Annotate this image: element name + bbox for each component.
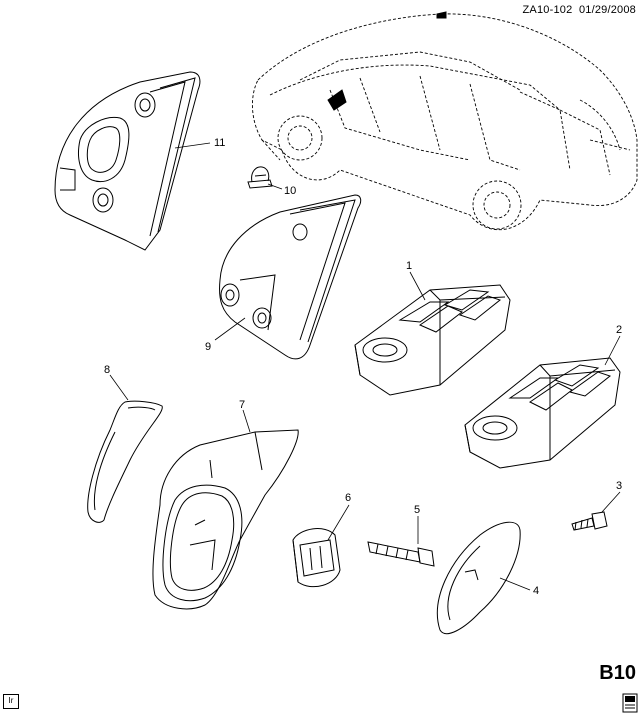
callout-labels: 1 2 3 4 5 6 7 8 9 10 11 [104, 137, 622, 597]
diagram-code: ZA10-102 [522, 4, 573, 16]
part-5-bolt [367, 541, 435, 567]
part-2-window-switch [464, 357, 621, 469]
callout-8: 8 [104, 364, 110, 376]
callout-9: 9 [205, 341, 211, 353]
callout-7: 7 [239, 399, 245, 411]
mirror-location-mark [327, 89, 347, 111]
part-1-window-switch [354, 284, 511, 396]
callout-2: 2 [616, 324, 622, 336]
callout-5: 5 [414, 504, 420, 516]
callout-4: 4 [533, 585, 539, 597]
part-10-clip [247, 166, 273, 189]
part-7-mirror-housing [152, 429, 299, 610]
language-code: Ir [3, 694, 19, 709]
part-8-housing-trim [87, 400, 163, 523]
page-code: B10 [599, 662, 636, 684]
vehicle-outline [251, 13, 638, 231]
part-9-inner-cover [219, 194, 362, 360]
part-6-mirror-motor [292, 528, 341, 588]
part-4-mirror-glass [436, 521, 521, 635]
part-3-screw [571, 511, 608, 531]
antenna-mark [436, 11, 447, 19]
leader-lines [109, 142, 621, 591]
part-11-trim-panel [54, 71, 201, 251]
callout-3: 3 [616, 480, 622, 492]
callout-6: 6 [345, 492, 351, 504]
callout-1: 1 [406, 260, 412, 272]
diagram-date: 01/29/2008 [578, 4, 636, 16]
diagram-header: ZA10-102 01/29/2008 [523, 4, 637, 16]
callout-10: 10 [284, 185, 296, 197]
callout-11: 11 [214, 137, 225, 149]
printer-icon [622, 693, 638, 713]
